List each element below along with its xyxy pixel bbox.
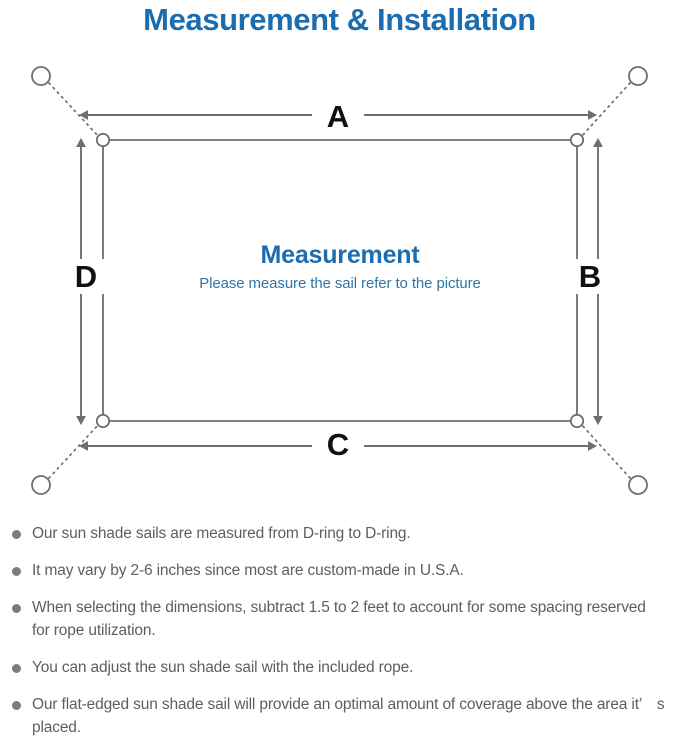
anchor-top-left-icon (31, 66, 51, 86)
list-item: Our sun shade sails are measured from D-… (0, 522, 679, 545)
bullet-icon (12, 701, 21, 710)
note-text: Our sun shade sails are measured from D-… (32, 525, 411, 542)
d-ring-bottom-left-icon (95, 413, 111, 429)
note-text: It may vary by 2-6 inches since most are… (32, 562, 464, 579)
list-item: You can adjust the sun shade sail with t… (0, 656, 679, 679)
anchor-top-right-icon (628, 66, 648, 86)
dimension-label-a: A (312, 99, 364, 134)
note-text: Our flat-edged sun shade sail will provi… (32, 696, 665, 736)
list-item: When selecting the dimensions, subtract … (0, 596, 679, 642)
list-item: Our flat-edged sun shade sail will provi… (0, 693, 679, 739)
rope-top-right (580, 82, 631, 138)
note-text: When selecting the dimensions, subtract … (32, 599, 646, 639)
d-rings (95, 132, 585, 429)
d-ring-top-left-icon (95, 132, 111, 148)
rope-bottom-right (580, 423, 631, 479)
notes-list: Our sun shade sails are measured from D-… (0, 522, 679, 753)
bullet-icon (12, 664, 21, 673)
dimension-label-b: B (566, 259, 614, 294)
measurement-subheading: Please measure the sail refer to the pic… (199, 275, 481, 292)
sail-diagram (31, 66, 648, 495)
anchor-bottom-left-icon (31, 475, 51, 495)
d-ring-bottom-right-icon (569, 413, 585, 429)
bullet-icon (12, 567, 21, 576)
anchor-bottom-right-icon (628, 475, 648, 495)
dimension-label-c: C (312, 427, 364, 462)
bullet-icon (12, 604, 21, 613)
sail-center-text: Measurement Please measure the sail refe… (103, 240, 577, 295)
rope-top-left (48, 82, 100, 138)
rope-bottom-left (48, 423, 100, 479)
note-text: You can adjust the sun shade sail with t… (32, 659, 414, 676)
anchor-rings (31, 66, 648, 495)
measurement-heading: Measurement (260, 241, 420, 269)
d-ring-top-right-icon (569, 132, 585, 148)
rope-lines (48, 82, 631, 479)
bullet-icon (12, 530, 21, 539)
list-item: It may vary by 2-6 inches since most are… (0, 559, 679, 582)
page-title: Measurement & Installation (143, 2, 536, 37)
dimension-label-d: D (62, 259, 110, 294)
